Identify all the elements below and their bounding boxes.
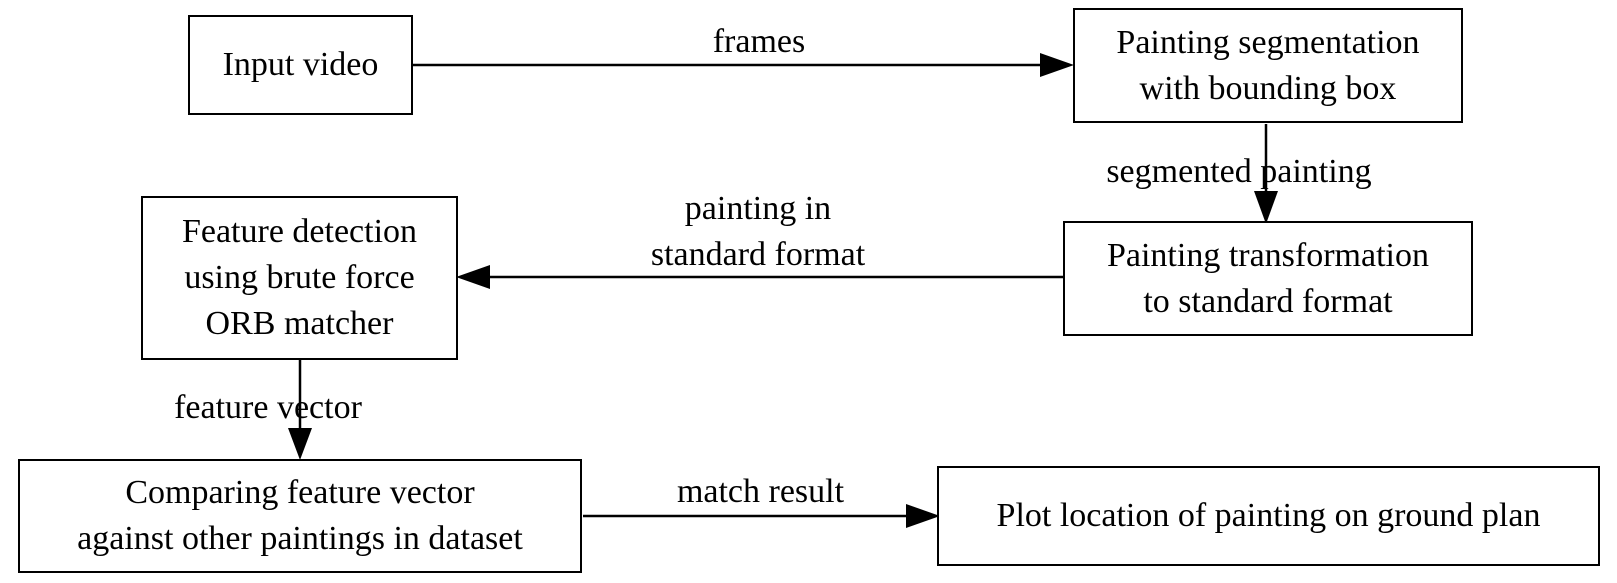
edge-label-segmented-painting: segmented painting [1106, 153, 1372, 190]
edge-label-feature-vector: feature vector [174, 389, 362, 426]
node-comparing-feature-vector: Comparing feature vector against other p… [18, 459, 582, 573]
node-painting-segmentation: Painting segmentation with bounding box [1073, 8, 1463, 123]
node-feature-detection: Feature detection using brute force ORB … [141, 196, 458, 360]
edge-standard-format-arrowhead [456, 265, 490, 289]
edge-segmented-painting-arrowhead [1254, 191, 1278, 224]
node-input-video: Input video [188, 15, 413, 115]
edge-label-painting-in-standard-format: painting in standard format [650, 190, 866, 273]
edge-feature-vector-arrowhead [288, 428, 312, 460]
edge-match-result-arrowhead [906, 504, 940, 528]
edge-frames-arrowhead [1040, 53, 1074, 77]
edge-label-frames: frames [712, 23, 806, 60]
edge-label-match-result: match result [676, 473, 845, 510]
node-painting-transformation: Painting transformation to standard form… [1063, 221, 1473, 336]
node-plot-location: Plot location of painting on ground plan [937, 466, 1600, 566]
